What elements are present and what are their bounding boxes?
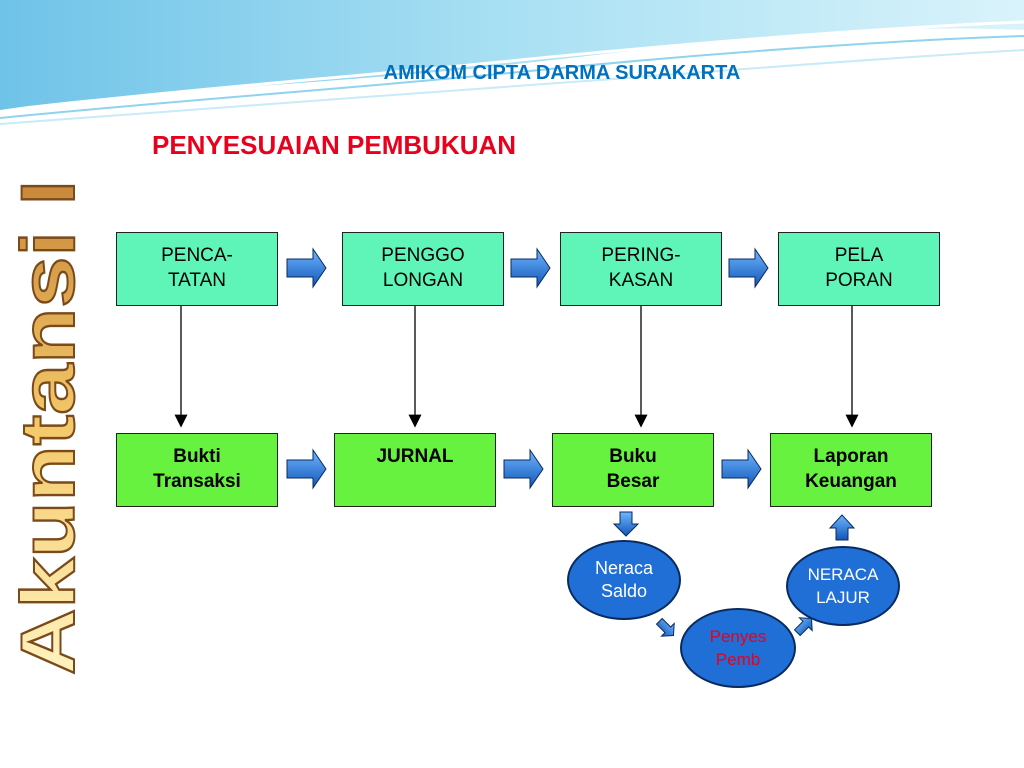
- block-arrow-bottom-3: [721, 448, 762, 490]
- process-box-pelaporan: PELA PORAN: [778, 232, 940, 306]
- document-box-bukti-transaksi: Bukti Transaksi: [116, 433, 278, 507]
- process-box-pencatatan: PENCA- TATAN: [116, 232, 278, 306]
- block-arrow-bottom-2: [503, 448, 544, 490]
- document-box-buku-besar: Buku Besar: [552, 433, 714, 507]
- ellipse-penyesuaian-pembukuan: Penyes Pemb: [680, 608, 796, 688]
- process-box-peringkasan: PERING- KASAN: [560, 232, 722, 306]
- document-box-jurnal: JURNAL: [334, 433, 496, 507]
- block-arrow-bottom-1: [286, 448, 327, 490]
- side-wordart-label: Akuntansi I: [12, 179, 84, 676]
- block-arrow-top-3: [728, 247, 769, 289]
- document-box-laporan-keuangan: Laporan Keuangan: [770, 433, 932, 507]
- block-arrow-down-neraca-saldo: [612, 511, 640, 537]
- ellipse-neraca-lajur: NERACA LAJUR: [786, 546, 900, 626]
- block-arrow-top-2: [510, 247, 551, 289]
- header-wave-decoration: [0, 0, 1024, 125]
- process-box-penggolongan: PENGGO LONGAN: [342, 232, 504, 306]
- institution-header: AMIKOM CIPTA DARMA SURAKARTA: [383, 62, 741, 84]
- block-arrow-top-1: [286, 247, 327, 289]
- block-arrow-diag-to-penyes: [655, 617, 675, 637]
- page-title: PENYESUAIAN PEMBUKUAN: [152, 130, 517, 160]
- side-label-text: Akuntansi I: [12, 180, 84, 675]
- ellipse-neraca-saldo: Neraca Saldo: [567, 540, 681, 620]
- block-arrow-up-laporan: [828, 514, 856, 541]
